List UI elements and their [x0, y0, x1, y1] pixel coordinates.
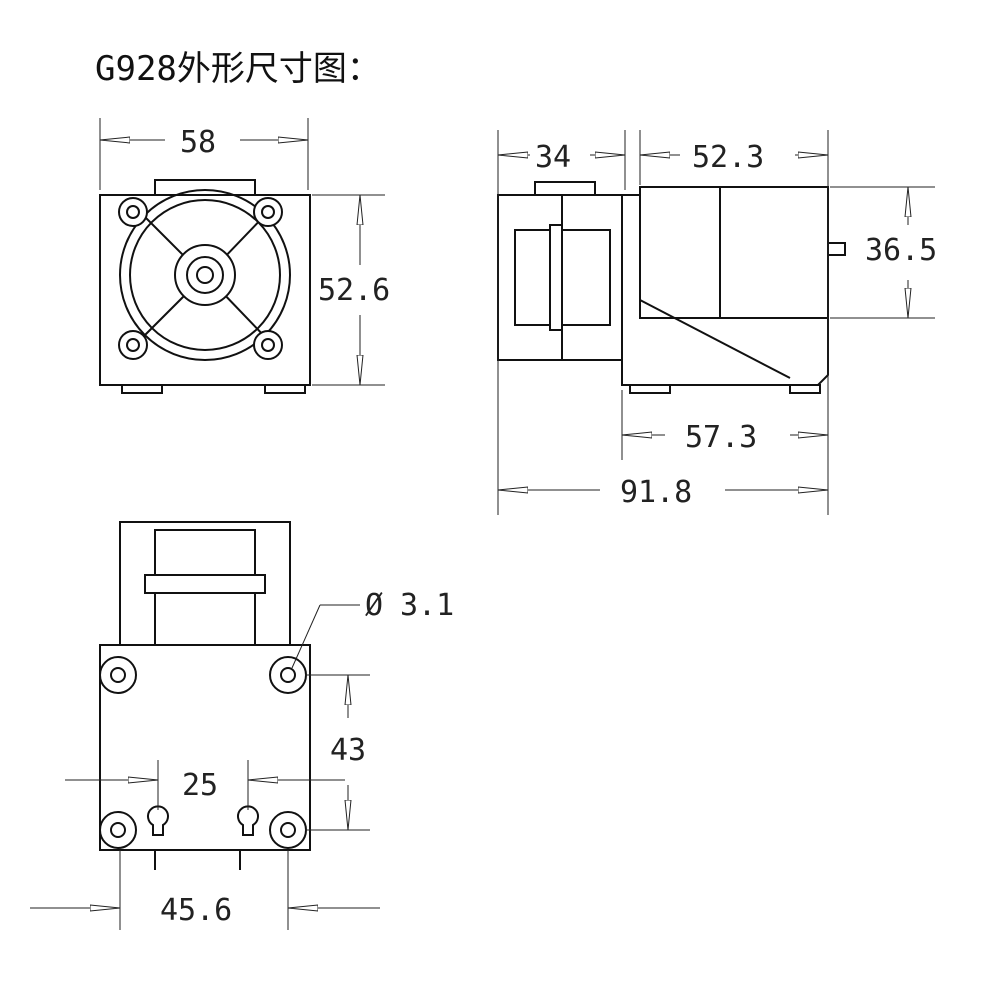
mounting-holes: [118, 197, 283, 360]
dim-hole-spacing-horizontal: 45.6: [160, 893, 232, 928]
drawing-title: G928外形尺寸图：: [95, 49, 381, 89]
dim-hole-symbol: Ø: [365, 588, 383, 623]
dim-keyhole-spacing: 25: [182, 768, 218, 803]
dim-front-height: 52.6: [318, 273, 390, 308]
bottom-view: Ø 3.1 43 25 45.6: [30, 521, 454, 930]
base-mounting-holes: [99, 656, 307, 849]
front-view: 58 52.6: [99, 118, 390, 394]
keyhole-right: [237, 805, 259, 836]
dim-motor-height: 36.5: [865, 233, 937, 268]
side-view: 34 52.3 36.5 57.3 91.8: [497, 130, 937, 515]
dim-total-length: 91.8: [620, 475, 692, 510]
keyhole-left: [147, 805, 169, 836]
dim-base-length: 57.3: [685, 420, 757, 455]
dim-front-width: 58: [180, 125, 216, 160]
dim-motor-length: 52.3: [692, 140, 764, 175]
dim-hole-diameter: 3.1: [400, 588, 454, 623]
dim-hole-spacing-vertical: 43: [330, 733, 366, 768]
dim-pump-length: 34: [535, 140, 571, 175]
